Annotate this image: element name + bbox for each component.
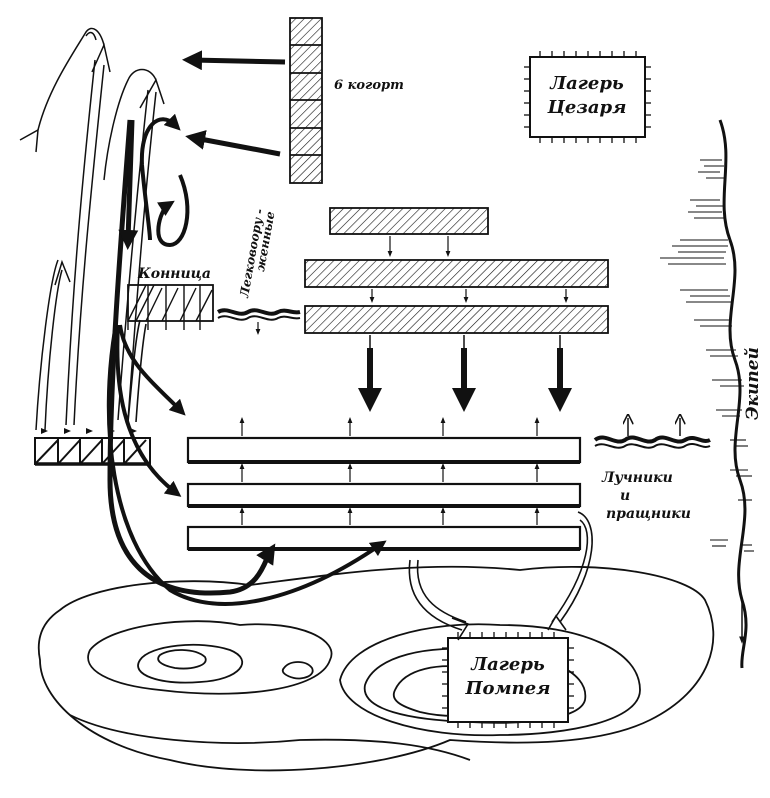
pompey-first-line [186,436,582,464]
caesar-second-line [304,259,609,288]
pompey-legions [186,417,582,551]
river-label: Экипей [743,347,763,420]
caesar-cavalry: Конница [127,266,214,330]
caesar-first-line [304,305,609,334]
cavalry-label: Конница [137,266,211,282]
pompey-camp-label-2: Помпея [465,678,551,699]
archers-label-3: пращники [606,506,691,522]
caesar-camp: Лагерь Цезаря [524,51,651,143]
caesar-legions [304,207,609,412]
cohort-attack-arrow-2 [185,130,281,157]
cohort-attack-arrow-1 [182,50,286,71]
pompey-third-line [186,525,582,551]
pompey-second-line [186,482,582,508]
pompey-camp-label-1: Лагерь [470,654,545,675]
six-cohorts: 6 когорт [182,17,404,184]
caesar-flank-attack [106,113,387,606]
caesar-third-line [329,207,489,235]
retreat-arrows [408,511,593,641]
caesar-camp-label-2: Цезаря [547,97,627,118]
archers-slingers: Лучники и пращники [593,418,711,522]
pompey-cavalry [34,428,151,466]
light-infantry: Легковоору - женные [216,208,301,335]
hills-terrain [37,565,715,772]
pompey-camp: Лагерь Помпея [442,632,574,728]
archers-label-2: и [620,488,630,504]
caesar-camp-label-1: Лагерь [549,73,624,94]
cohorts-label: 6 когорт [334,78,404,93]
archers-label-1: Лучники [601,470,673,486]
river-enipeus: Экипей [660,119,763,669]
